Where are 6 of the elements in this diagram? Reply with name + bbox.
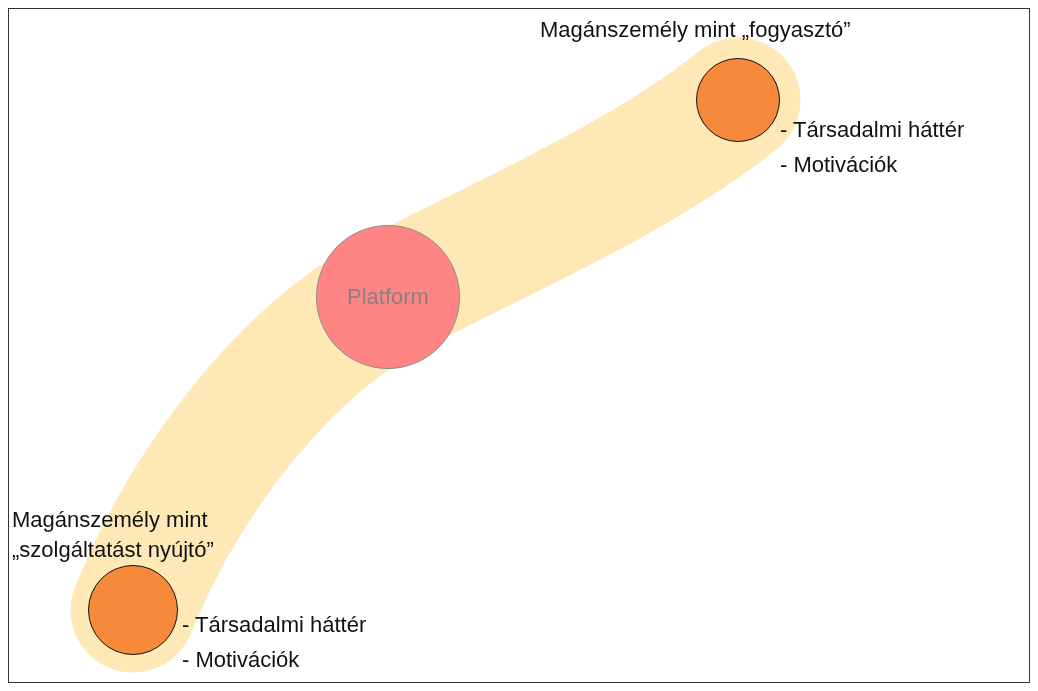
bullet-text: - Társadalmi háttér xyxy=(182,611,367,639)
bullet-text: - Motivációk xyxy=(780,151,898,179)
bullet-text: - Társadalmi háttér xyxy=(780,116,965,144)
bullet-text: - Motivációk xyxy=(182,646,300,674)
node-heading: Magánszemély mint „fogyasztó” xyxy=(540,16,851,44)
node-heading: Magánszemély mint „szolgáltatást nyújtó” xyxy=(12,506,215,564)
